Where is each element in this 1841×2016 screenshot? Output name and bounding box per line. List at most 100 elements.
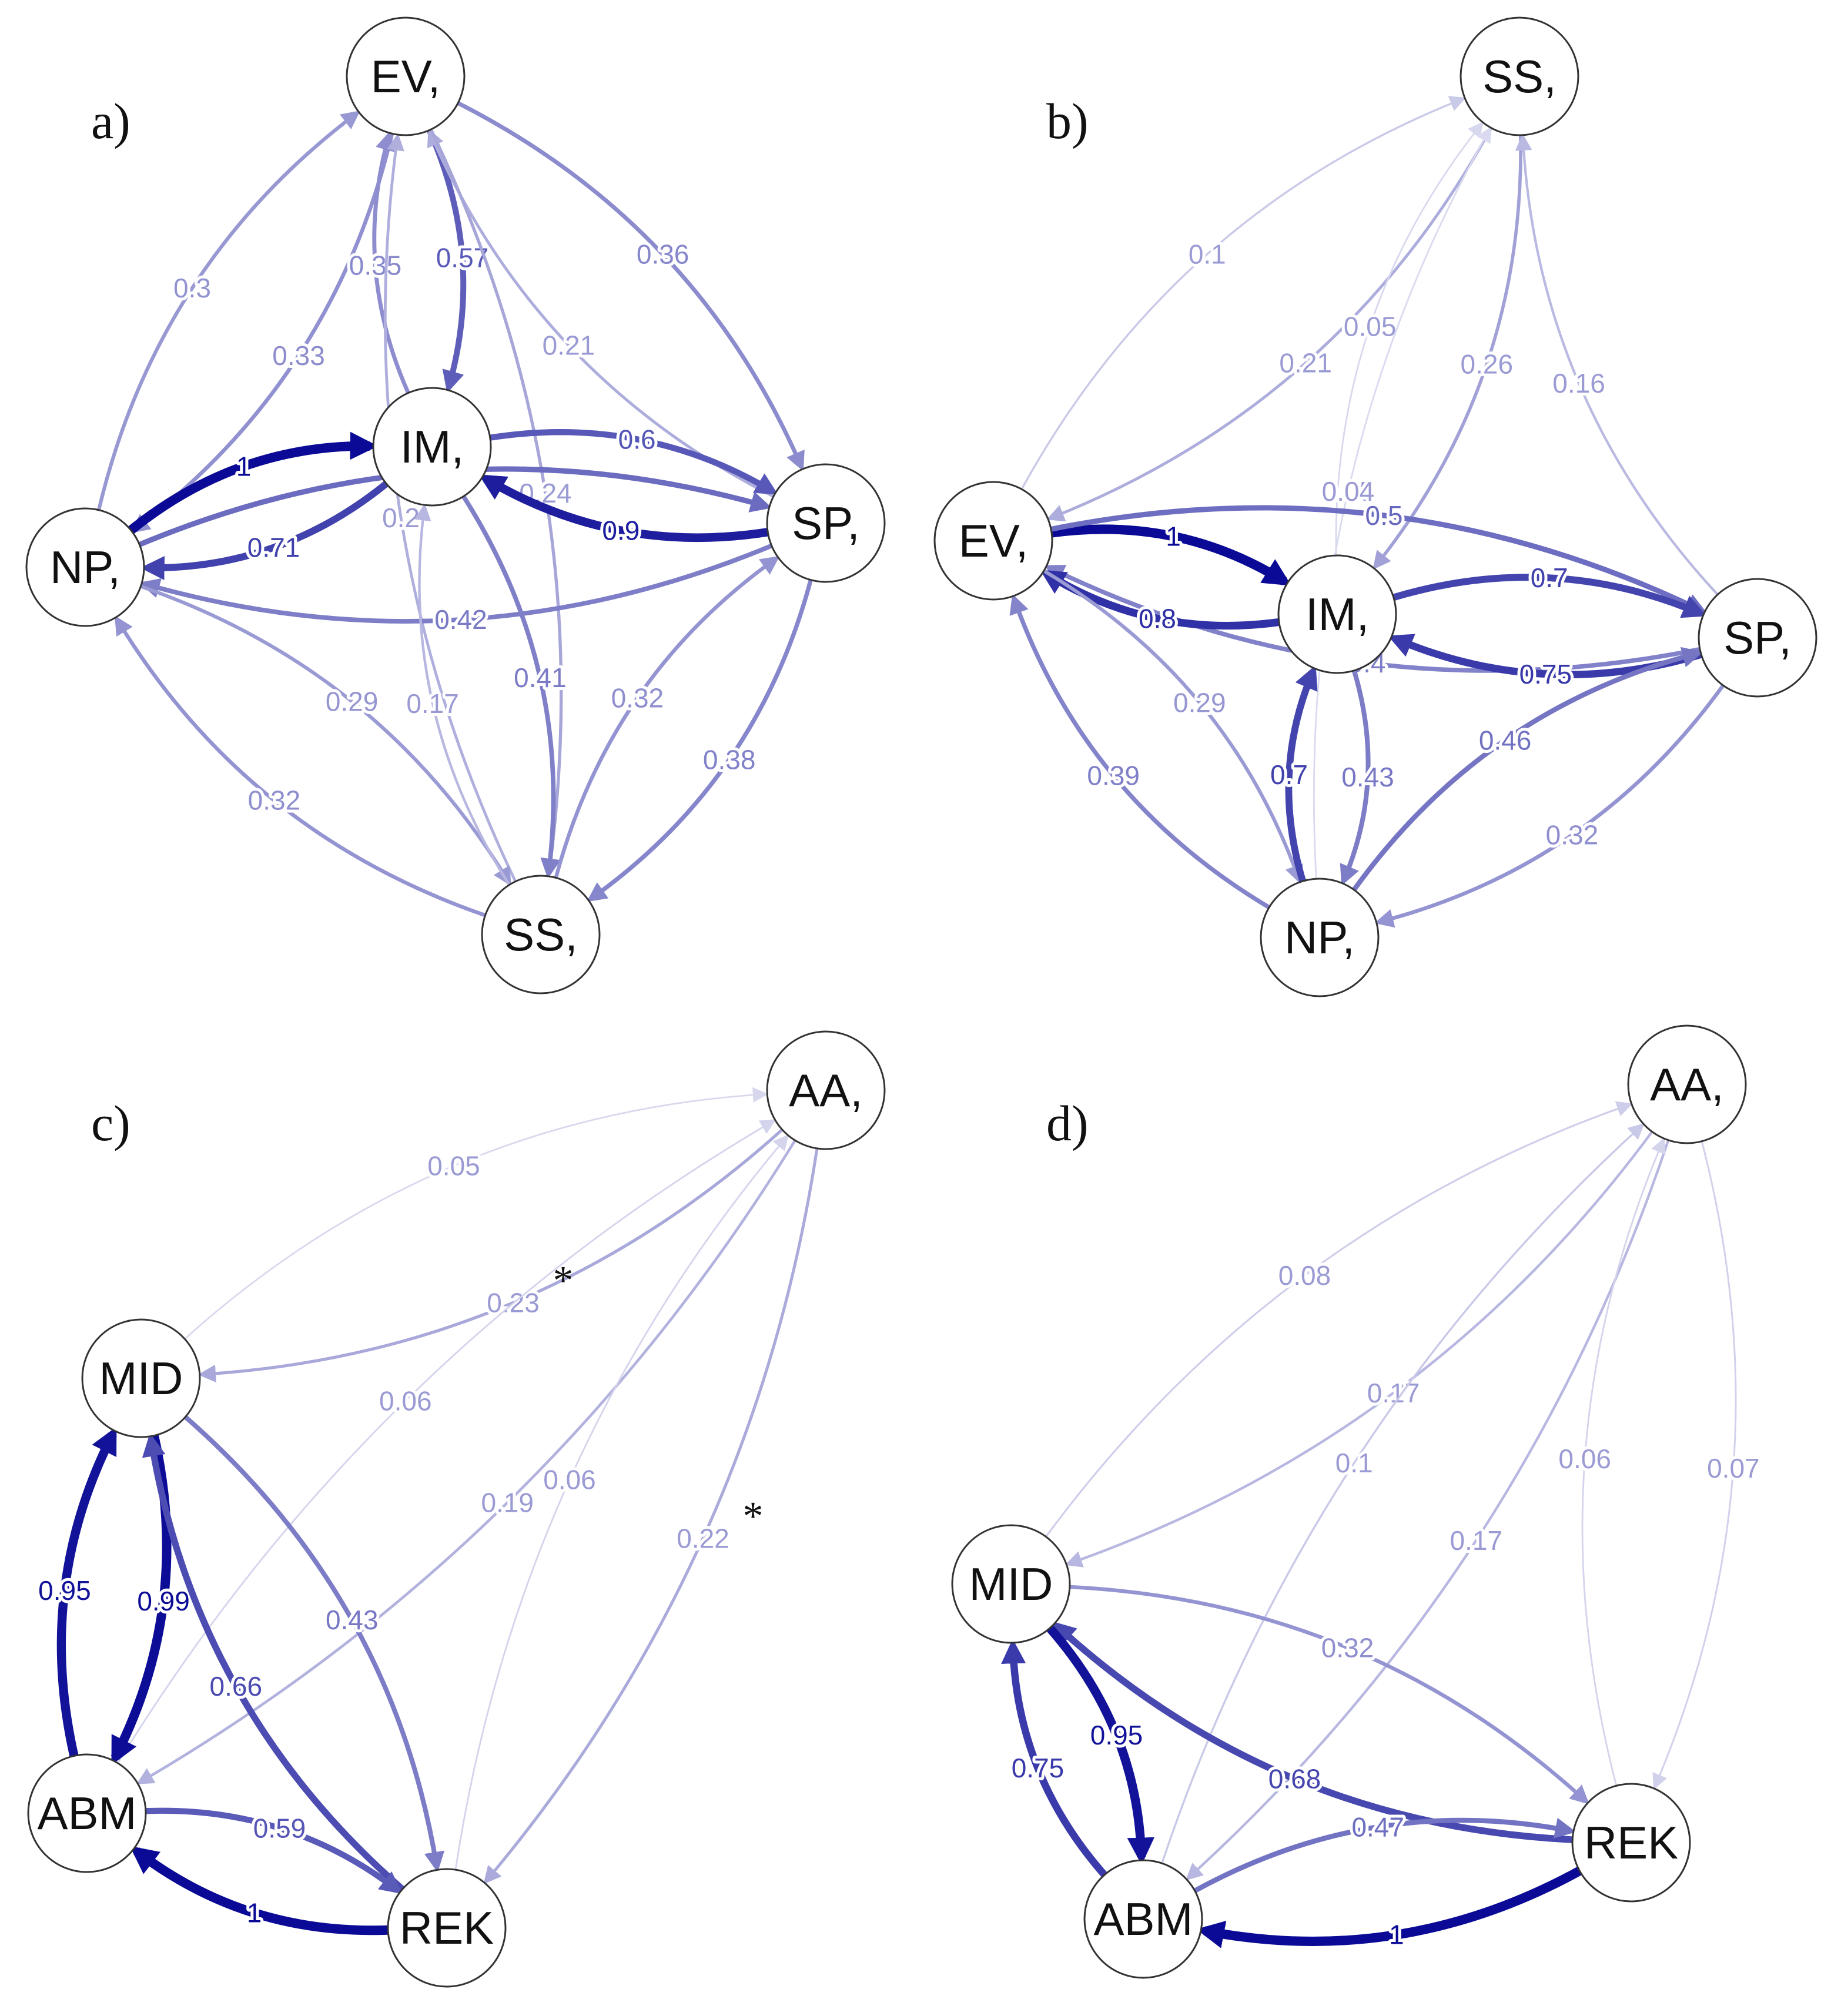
panel-label-c: c): [91, 1095, 130, 1151]
node-mid: [951, 1524, 1071, 1644]
edge-weight-label: 0.21: [543, 330, 595, 360]
edge-weight-label: 0.7: [1270, 759, 1308, 790]
node-abm: [27, 1753, 147, 1873]
edge-weight-label: 1: [1389, 1920, 1404, 1950]
node-ss: [481, 875, 601, 994]
edge-weight-label: 1: [1166, 521, 1181, 551]
edge-weight-label: 0.06: [543, 1465, 596, 1495]
edge-weight-label: 0.9: [602, 515, 640, 546]
edge-im-to-ev: [372, 130, 410, 394]
edge-aa-to-abm: [1185, 1140, 1670, 1881]
node-label-ss: SS,: [504, 909, 578, 960]
node-np: [1260, 878, 1380, 997]
panel-a: a) 0.330.570.350.210.30.360.20.240.7110.…: [25, 16, 886, 994]
edge-rek-to-aa: [1581, 1137, 1666, 1786]
edge-rek-to-abm: [1196, 1867, 1582, 1948]
edge-weight-label: 0.05: [1344, 311, 1397, 341]
panel-label-a: a): [91, 93, 130, 149]
edge-ss-to-sp: [554, 555, 780, 879]
edge-weight-label: 0.43: [1341, 762, 1394, 792]
edge-weight-label: 0.66: [210, 1671, 263, 1702]
edge-weight-label: 0.16: [1552, 368, 1605, 398]
edge-mid-to-abm: [1046, 1625, 1155, 1865]
node-label-aa: AA,: [1650, 1059, 1724, 1110]
node-label-sp: SP,: [1723, 612, 1792, 664]
edge-sp-to-np: [139, 543, 773, 624]
edge-weight-label: 0.1: [1189, 239, 1226, 269]
node-rek: [387, 1868, 507, 1988]
edge-im-to-np: [140, 481, 389, 581]
edge-weight-label: 0.95: [1090, 1720, 1143, 1750]
edge-ss-to-im: [414, 503, 511, 886]
edge-weight-label: 0.08: [1278, 1260, 1331, 1291]
node-label-abm: ABM: [1093, 1893, 1193, 1945]
edge-weight-label: 1: [236, 451, 252, 481]
edge-abm-to-mid: [1001, 1639, 1107, 1878]
node-label-mid: MID: [99, 1352, 183, 1404]
node-ev: [933, 481, 1053, 601]
node-label-np: NP,: [1284, 912, 1355, 963]
edge-weight-label: 0.43: [326, 1605, 379, 1635]
edge-weight-label: 0.75: [1012, 1753, 1065, 1783]
node-label-ev: EV,: [959, 515, 1029, 567]
node-im: [1277, 554, 1397, 674]
node-sp: [1698, 578, 1817, 698]
edge-ss-to-im: [1373, 135, 1522, 570]
edge-weight-label: 0.75: [1519, 659, 1572, 689]
significance-star: *: [553, 1258, 574, 1303]
edge-ev-to-ss: [1020, 96, 1467, 490]
node-label-aa: AA,: [789, 1064, 863, 1116]
edge-im-to-ss: [1335, 121, 1484, 556]
edge-rek-to-aa: [454, 1134, 789, 1870]
edge-weight-label: 0.32: [248, 785, 301, 816]
node-label-im: IM,: [400, 421, 464, 473]
edge-abm-to-mid: [56, 1426, 117, 1757]
edge-weight-label: 0.06: [379, 1385, 432, 1416]
edge-aa-to-rek: [1652, 1141, 1737, 1790]
edge-weight-label: 0.38: [703, 744, 756, 775]
node-label-rek: REK: [1584, 1817, 1678, 1868]
edge-weight-label: 0.47: [1351, 1811, 1404, 1842]
node-ev: [346, 16, 466, 136]
edge-im-to-np: [1340, 669, 1371, 886]
edge-weight-label: 0.22: [677, 1523, 729, 1553]
node-label-rek: REK: [400, 1902, 494, 1954]
edge-weight-label: 0.2: [382, 503, 420, 533]
node-mid: [81, 1318, 201, 1438]
edge-weight-label: 0.05: [427, 1151, 480, 1181]
node-label-ev: EV,: [371, 51, 441, 102]
edge-rek-to-mid: [142, 1432, 405, 1892]
edge-ev-to-sp: [457, 101, 805, 471]
edge-ev-to-ss: [429, 129, 563, 879]
edge-weight-label: 0.21: [1279, 348, 1332, 379]
edge-sp-to-ss: [1515, 133, 1719, 596]
node-im: [372, 387, 492, 507]
edge-abm-to-aa: [117, 1119, 776, 1764]
edge-ev-to-im: [1051, 524, 1292, 586]
edge-weight-label: 0.07: [1707, 1453, 1760, 1483]
node-ss: [1460, 16, 1579, 136]
edge-np-to-ss: [1313, 126, 1491, 879]
edge-aa-to-mid: [198, 1128, 784, 1383]
node-aa: [766, 1030, 886, 1150]
node-label-mid: MID: [969, 1558, 1053, 1610]
edge-ss-to-ev: [383, 133, 517, 882]
edge-np-to-im: [128, 431, 379, 534]
edge-weight-label: 0.35: [349, 250, 402, 281]
edge-weight-label: 0.33: [272, 340, 325, 371]
edge-weight-label: 0.5: [1365, 500, 1403, 531]
node-label-ss: SS,: [1482, 51, 1557, 102]
edge-weight-label: 0.1: [1335, 1448, 1373, 1478]
edge-im-to-sp: [1393, 574, 1707, 618]
edge-weight-label: 0.29: [326, 686, 379, 716]
node-np: [25, 507, 145, 627]
edge-weight-label: 0.17: [1367, 1378, 1420, 1408]
edge-mid-to-aa: [184, 1087, 769, 1340]
edge-weight-label: 0.17: [406, 688, 459, 719]
edge-rek-to-mid: [1052, 1621, 1573, 1843]
edge-ev-to-np: [130, 133, 394, 534]
edge-mid-to-rek: [1069, 1585, 1589, 1805]
edge-weight-label: 0.32: [1546, 820, 1599, 850]
edge-rek-to-abm: [129, 1846, 389, 1935]
edge-aa-to-mid: [1065, 1131, 1653, 1568]
